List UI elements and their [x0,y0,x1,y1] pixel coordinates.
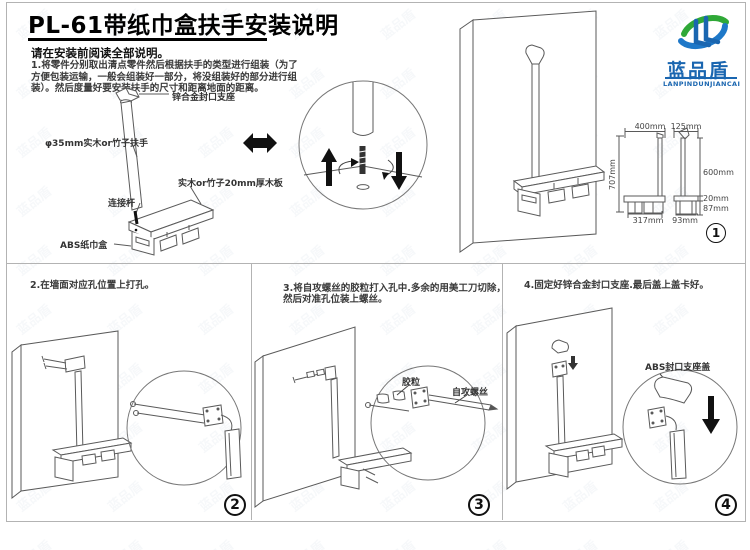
label-screw: 自攻螺丝 [452,388,489,398]
figure-number-2: 2 [224,494,246,516]
title-underline [28,38,267,41]
threaded-rod [359,146,366,174]
step2-caption: 2.在墙面对应孔位置上打孔。 [30,280,155,291]
brand-logo-icon [678,15,729,50]
step1-line: 1.将零件分别取出清点零件然后根据扶手的类型进行组装（为了 [31,60,298,71]
installed-view-drawing [459,10,606,253]
watermark-text: 蓝品盾 [376,535,419,550]
dim-side-base: 87mm [703,204,729,213]
double-arrow-icon [243,133,277,153]
section-divider [6,263,745,264]
dim-side-board: 20mm [703,194,729,203]
watermark-text: 蓝品盾 [103,535,146,550]
label-pole: φ35mm实木or竹子扶手 [45,139,148,149]
assembly-detail-circle [298,80,428,210]
dimension-drawing [616,127,703,218]
step1-line: 装）。然后度量好要安装扶手的尺寸和距离地面的距离。 [31,83,264,94]
watermark-text: 蓝品盾 [194,535,237,550]
watermark-text: 蓝品盾 [649,535,692,550]
label-cover: ABS封口支座盖 [645,363,711,373]
step2-drawing [11,330,242,500]
brand-name-cn: 蓝品盾 [667,60,731,82]
dim-side-top: 125mm [670,122,702,131]
label-plug: 胶粒 [402,378,421,388]
rotate-arrowhead-left [351,158,359,167]
page-title: PL-61带纸巾盒扶手安装说明 [28,13,339,39]
step3-drawing [254,326,499,508]
figure-number-1: 1 [706,223,726,243]
label-cap: 锌合金封口支座 [172,93,236,103]
step3-caption: 3.将自攻螺丝的胶粒打入孔中.多余的用美工刀切除， 然后对准孔位装上螺丝。 [283,283,506,305]
figure-number-3: 3 [468,494,490,516]
dim-front-left: 707mm [608,159,617,190]
dim-front-top: 400mm [634,122,666,131]
sheet-border [6,2,746,522]
watermark-text: 蓝品盾 [285,535,328,550]
figure-number-4: 4 [715,494,737,516]
read-notice: 请在安装前阅读全部说明。 [31,46,169,60]
watermark-text: 蓝品盾 [467,535,510,550]
up-arrow-icon [321,148,337,186]
rotate-arrowhead-right [382,172,389,180]
dim-front-bottom: 317mm [632,216,664,225]
dim-side-height: 600mm [703,168,734,177]
panel-divider-1 [251,264,252,520]
step1-line: 方便包装运输，一般会组装好一部分，将没组装好的部分进行组 [31,71,298,83]
step1-instructions: 1.将零件分别取出清点零件然后根据扶手的类型进行组装（为了 方便包装运输，一般会… [31,60,298,95]
dim-side-bottom: 93mm [672,216,698,225]
watermark-text: 蓝品盾 [12,535,55,550]
brand-name-en: LANPINDUNJIANCAI [663,80,741,88]
label-box: ABS纸巾盒 [60,241,108,251]
logo-divider [665,77,737,79]
exploded-view-drawing [113,87,215,256]
label-board: 实木or竹子20mm厚木板 [178,179,283,189]
watermark-text: 蓝品盾 [558,535,601,550]
step3-caption-line2: 然后对准孔位装上螺丝。 [283,294,388,305]
label-rod: 连接杆 [108,199,136,209]
down-arrow-icon [391,152,407,190]
step4-caption: 4.固定好锌合金封口支座.最后盖上盖卡好。 [524,280,709,291]
panel-divider-2 [502,264,503,520]
step4-drawing [506,307,738,491]
step3-caption-line1: 3.将自攻螺丝的胶粒打入孔中.多余的用美工刀切除， [283,283,506,294]
